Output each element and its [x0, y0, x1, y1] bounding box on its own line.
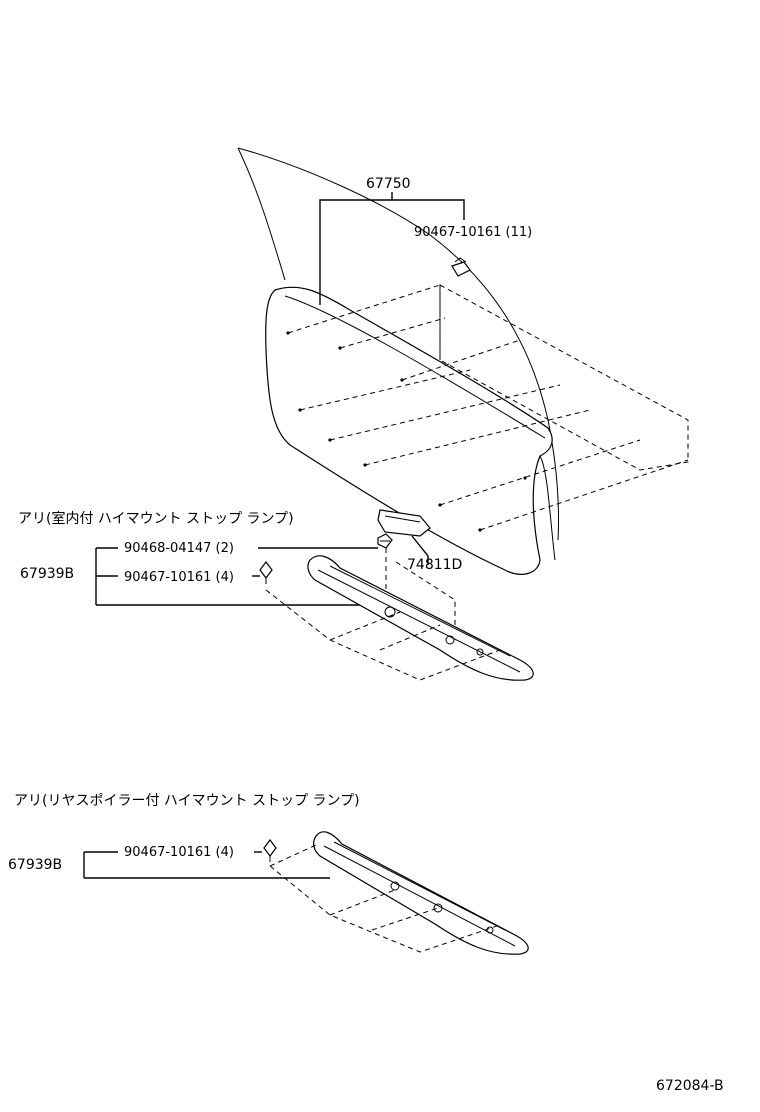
label-67939b-lower: 67939B: [8, 857, 62, 873]
clip-icon-upper: [259, 561, 273, 584]
back-door-outline: [237, 147, 560, 541]
drawing-number: 672084-B: [656, 1078, 724, 1094]
stop-lamp-74811d: [377, 509, 431, 565]
projection-lines-upper: [287, 284, 689, 531]
spoiler-67939b-upper: [307, 555, 534, 681]
label-74811d: 74811D: [407, 557, 462, 573]
label-67750: 67750: [366, 176, 411, 192]
leader-67750: [319, 192, 465, 305]
spoiler-67939b-lower: [313, 831, 529, 955]
screw-icon: [377, 533, 393, 549]
label-clip-lower: 90467-10161 (4): [124, 845, 234, 860]
clip-icon-lower: [263, 839, 277, 862]
trim-board-67750: [265, 286, 556, 575]
clip-icon: [451, 257, 471, 277]
leader-67939b-lower: [83, 851, 330, 879]
note-upper: アリ(室内付 ハイマウント ストップ ランプ): [18, 510, 294, 527]
leader-67939b-upper: [95, 547, 378, 606]
label-clip-top: 90467-10161 (11): [414, 225, 532, 240]
note-lower: アリ(リヤスポイラー付 ハイマウント ストップ ランプ): [14, 793, 360, 809]
label-clip-upper: 90467-10161 (4): [124, 570, 234, 585]
label-screw-upper: 90468-04147 (2): [124, 541, 234, 556]
label-67939b-upper: 67939B: [20, 566, 74, 582]
